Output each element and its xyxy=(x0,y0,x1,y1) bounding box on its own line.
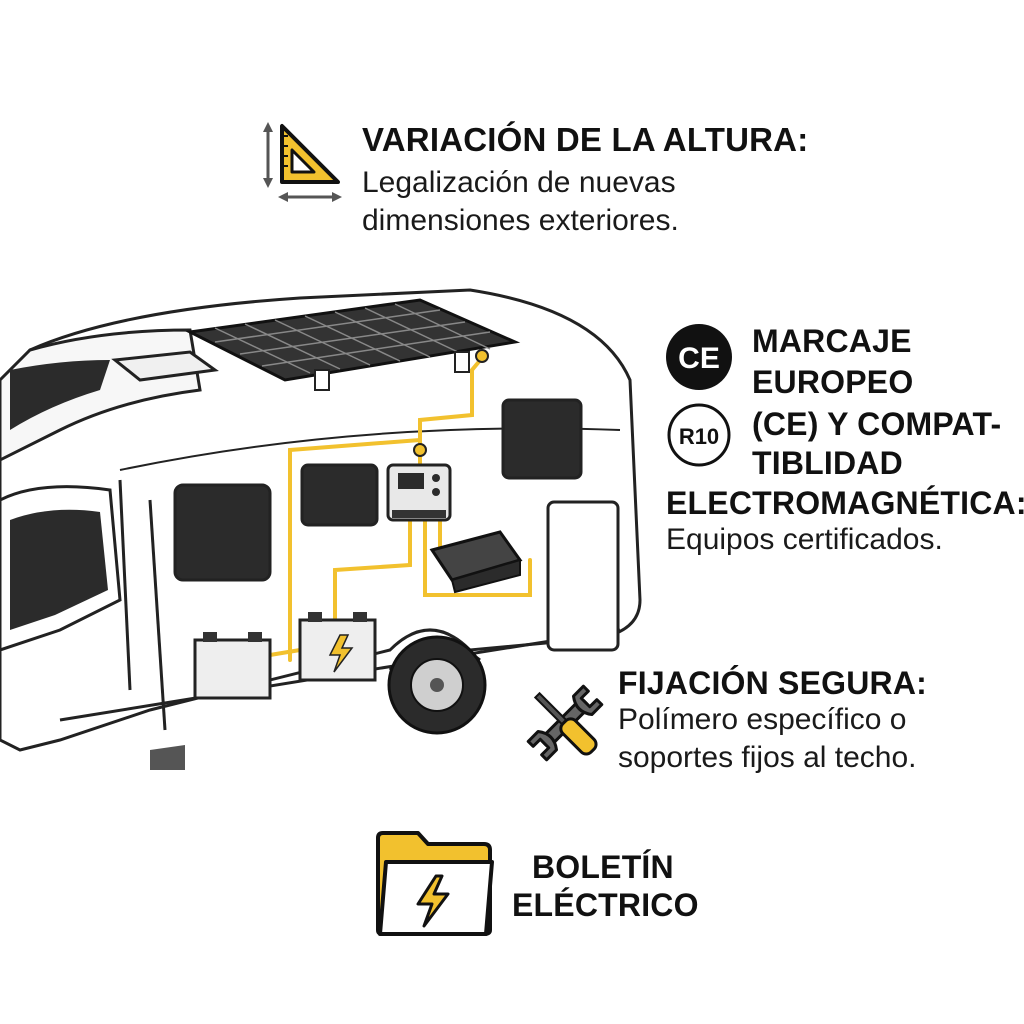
marcaje-title-line-5: ELECTROMAGNÉTICA: xyxy=(666,485,1024,521)
r10-mark-icon: R10 xyxy=(667,403,731,467)
fijacion-desc-line-1: Polímero específico o xyxy=(618,703,907,736)
altura-desc-line-1: Legalización de nuevas xyxy=(362,166,676,199)
marcaje-desc: Equipos certificados. xyxy=(666,523,943,556)
marcaje-title-line-1: MARCAJE xyxy=(752,323,912,359)
boletin-title-line-1: BOLETÍN xyxy=(532,849,674,885)
r10-mark-text: R10 xyxy=(679,424,719,449)
altura-title: VARIACIÓN DE LA ALTURA: xyxy=(362,121,809,158)
ce-mark-text: CE xyxy=(678,342,720,375)
ce-mark-icon: CE xyxy=(666,324,732,390)
altura-desc-line-2: dimensiones exteriores. xyxy=(362,204,679,237)
fijacion-desc-line-2: soportes fijos al techo. xyxy=(618,741,917,774)
marcaje-title-line-3: (CE) Y COMPAT- xyxy=(752,406,1002,442)
folder-lightning-icon xyxy=(376,831,494,936)
camper-van-illustration xyxy=(0,288,642,770)
fijacion-title: FIJACIÓN SEGURA: xyxy=(618,665,927,701)
boletin-title-line-2: ELÉCTRICO xyxy=(512,887,699,923)
marcaje-title-line-4: TIBLIDAD xyxy=(752,445,903,481)
set-square-ruler-icon xyxy=(263,122,342,202)
marcaje-title-line-2: EUROPEO xyxy=(752,364,914,400)
wrench-screwdriver-icon xyxy=(526,684,604,762)
